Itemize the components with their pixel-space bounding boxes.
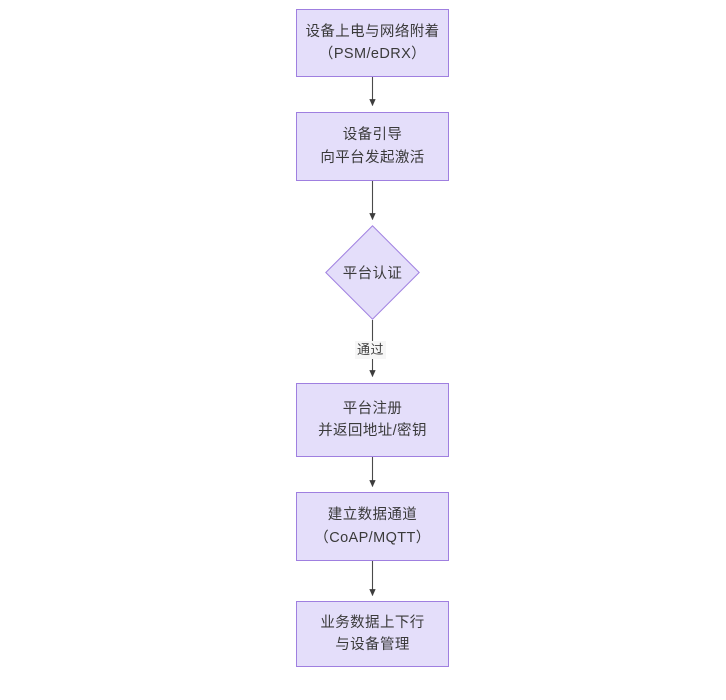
node-line-2: 并返回地址/密钥 <box>318 423 427 439</box>
node-device-bootstrap[interactable]: 设备引导 向平台发起激活 <box>296 112 449 181</box>
node-line-1: 平台认证 <box>342 266 403 282</box>
node-line-1: 业务数据上下行 <box>320 614 425 631</box>
node-line-2: （PSM/eDRX） <box>318 46 427 62</box>
node-line-2: 与设备管理 <box>335 637 410 653</box>
edge-label-pass: 通过 <box>355 341 387 359</box>
node-platform-auth-decision[interactable]: 平台认证 <box>325 225 420 320</box>
node-data-channel[interactable]: 建立数据通道 （CoAP/MQTT） <box>296 492 449 561</box>
node-line-1: 平台注册 <box>342 400 403 417</box>
node-device-power-on[interactable]: 设备上电与网络附着 （PSM/eDRX） <box>296 9 449 77</box>
node-business-data[interactable]: 业务数据上下行 与设备管理 <box>296 601 449 667</box>
node-line-1: 设备引导 <box>342 127 403 144</box>
node-line-1: 建立数据通道 <box>327 507 418 524</box>
node-line-2: （CoAP/MQTT） <box>314 529 431 546</box>
node-platform-register[interactable]: 平台注册 并返回地址/密钥 <box>296 383 449 457</box>
node-line-1: 设备上电与网络附着 <box>305 23 440 40</box>
node-line-2: 向平台发起激活 <box>320 149 425 166</box>
